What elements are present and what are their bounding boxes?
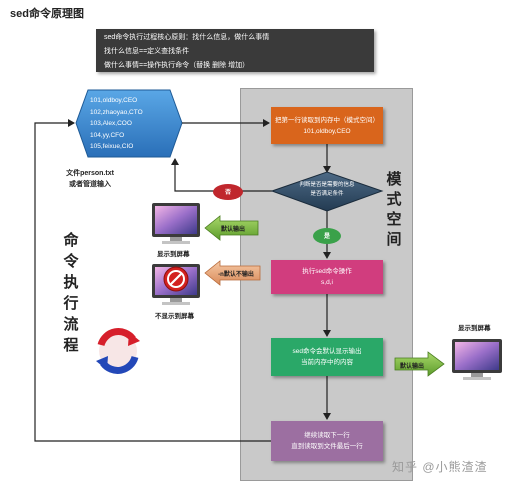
read-next-line-step: 继续读取下一行 直到读取到文件最后一行 bbox=[271, 421, 383, 461]
default-output-arrow-right bbox=[394, 351, 445, 377]
decision-text: 判断是否是需要的信息 是否满足条件 bbox=[287, 181, 367, 199]
step-text: 当前内存中的内容 bbox=[301, 359, 353, 366]
no-label: 否 bbox=[224, 190, 231, 196]
shown-on-screen-label-2: 显示到屏幕 bbox=[458, 325, 491, 332]
label-char: 执 bbox=[63, 274, 79, 291]
input-line: 105,feixue,CIO bbox=[90, 143, 134, 150]
label-char: 行 bbox=[63, 295, 79, 312]
refresh-cycle-icon bbox=[96, 328, 140, 374]
arrow-loop-back bbox=[34, 119, 271, 442]
label-char: 模 bbox=[386, 171, 402, 188]
input-file-hexagon bbox=[75, 89, 183, 158]
step-text: s,d,i bbox=[321, 279, 333, 286]
input-file-caption: 文件person.txt 或者管道输入 bbox=[60, 168, 120, 190]
label-char: 令 bbox=[63, 253, 79, 270]
caption-line: 文件person.txt bbox=[66, 170, 114, 177]
label-char: 流 bbox=[63, 316, 79, 333]
rule-line: 找什么信息==定义查找条件 bbox=[104, 48, 190, 55]
step-text: 继续读取下一行 bbox=[304, 432, 350, 439]
input-line: 102,zhaoyao,CTO bbox=[90, 108, 143, 116]
decision-line: 判断是否是需要的信息 bbox=[299, 182, 355, 188]
label-char: 程 bbox=[63, 337, 79, 354]
diagram-title: sed命令原理图 bbox=[10, 8, 84, 20]
label-char: 式 bbox=[386, 191, 402, 208]
shown-on-screen-label-1: 显示到屏幕 bbox=[157, 251, 190, 258]
execute-command-step: 执行sed命令操作 s,d,i bbox=[271, 260, 383, 294]
step-text: 把第一行读取到内存中（模式空间） bbox=[275, 116, 379, 124]
step-text: 直到读取到文件最后一行 bbox=[291, 443, 363, 450]
read-line-step: 把第一行读取到内存中（模式空间） 101,oldboy,CEO bbox=[271, 107, 383, 144]
prohibited-icon bbox=[163, 266, 189, 292]
not-shown-label: 不显示到屏幕 bbox=[155, 313, 194, 320]
input-line: 101,oldboy,CEO bbox=[90, 97, 138, 104]
default-output-step: sed命令会默认显示输出 当前内存中的内容 bbox=[271, 338, 383, 376]
command-flow-label: 命 令 执 行 流 程 bbox=[62, 230, 80, 356]
decision-diamond bbox=[270, 171, 384, 212]
input-line: 103,Alex,COO bbox=[90, 120, 132, 127]
label-char: 空 bbox=[386, 211, 402, 228]
monitor-icon bbox=[152, 203, 200, 244]
rule-line: 做什么事情==操作执行命令（替换 删除 增加） bbox=[104, 62, 250, 69]
step-text: 101,oldboy,CEO bbox=[303, 127, 351, 135]
rule-line: sed命令执行过程核心原则：找什么信息，做什么事情 bbox=[104, 34, 270, 41]
watermark: 知乎 @小熊渣渣 bbox=[392, 460, 488, 474]
input-data-lines: 101,oldboy,CEO 102,zhaoyao,CTO 103,Alex,… bbox=[90, 95, 143, 153]
caption-line: 或者管道输入 bbox=[69, 181, 111, 188]
no-output-label: -n默认不输出 bbox=[218, 272, 254, 278]
monitor-icon bbox=[452, 339, 502, 380]
no-pill bbox=[213, 184, 243, 200]
default-output-label-1: 默认输出 bbox=[220, 227, 245, 233]
input-line: 104,yy,CFO bbox=[90, 131, 125, 139]
step-text: 执行sed命令操作 bbox=[302, 268, 352, 275]
label-char: 命 bbox=[63, 232, 79, 249]
step-text: sed命令会默认显示输出 bbox=[292, 348, 362, 355]
default-output-arrow-left bbox=[204, 215, 259, 241]
label-char: 间 bbox=[386, 231, 402, 248]
default-output-label-2: 默认输出 bbox=[399, 364, 424, 370]
yes-pill bbox=[313, 228, 341, 244]
decision-line: 是否满足条件 bbox=[310, 191, 344, 197]
no-output-arrow bbox=[204, 260, 261, 286]
core-principle-box: sed命令执行过程核心原则：找什么信息，做什么事情 找什么信息==定义查找条件 … bbox=[96, 29, 374, 72]
pattern-space-label: 模 式 空 间 bbox=[386, 170, 402, 250]
yes-label: 是 bbox=[323, 234, 330, 240]
